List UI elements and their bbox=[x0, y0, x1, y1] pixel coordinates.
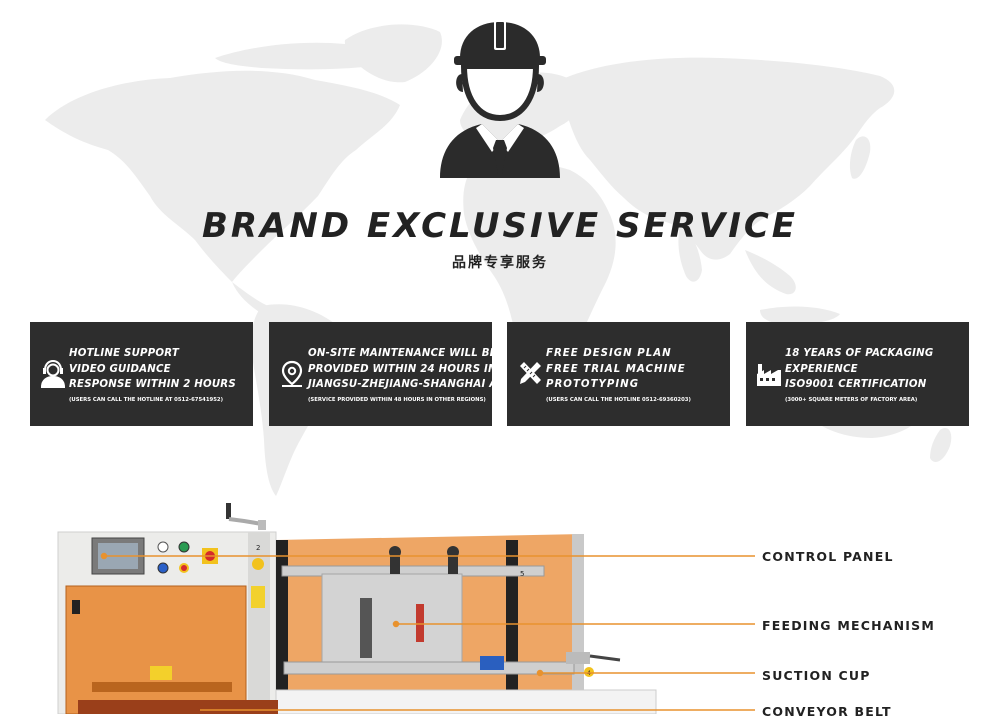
service-text: ON-SITE MAINTENANCE WILL BE PROVIDED WIT… bbox=[308, 346, 524, 406]
label-conveyor-belt: CONVEYOR BELT bbox=[762, 704, 892, 719]
label-feeding-mechanism: FEEDING MECHANISM bbox=[762, 618, 935, 633]
section-title: BRAND EXCLUSIVE SERVICE bbox=[201, 206, 799, 246]
service-text: FREE DESIGN PLAN FREE TRIAL MACHINE PROT… bbox=[546, 346, 726, 406]
callout-lines bbox=[100, 552, 755, 711]
service-line: PROTOTYPING bbox=[546, 379, 640, 390]
service-line: VIDEO GUIDANCE bbox=[69, 363, 171, 375]
location-pin-icon bbox=[281, 360, 303, 387]
service-card-onsite: ON-SITE MAINTENANCE WILL BE PROVIDED WIT… bbox=[269, 322, 524, 426]
packing-machine-illustration: 2 5 4 bbox=[57, 503, 755, 714]
panel-number: 5 bbox=[520, 570, 524, 578]
service-line: PROVIDED WITHIN 24 HOURS IN THE bbox=[308, 363, 524, 375]
label-control-panel: CONTROL PANEL bbox=[762, 549, 894, 564]
factory-icon bbox=[757, 364, 781, 386]
label-suction-cup: SUCTION CUP bbox=[762, 668, 871, 683]
service-card-hotline: HOTLINE SUPPORT VIDEO GUIDANCE RESPONSE … bbox=[30, 322, 253, 426]
engineer-person-icon bbox=[440, 20, 560, 178]
section-subtitle: 品牌专享服务 bbox=[452, 255, 548, 271]
ruler-pencil-icon bbox=[520, 362, 541, 384]
crank-handle bbox=[226, 503, 266, 530]
service-text: 18 YEARS OF PACKAGING EXPERIENCE ISO9001… bbox=[785, 346, 965, 406]
service-note: (SERVICE PROVIDED WITHIN 48 HOURS IN OTH… bbox=[308, 396, 486, 403]
service-line: ISO9001 CERTIFICATION bbox=[785, 379, 927, 390]
panel-number: 2 bbox=[256, 544, 260, 552]
service-line: FREE TRIAL MACHINE bbox=[546, 363, 686, 375]
service-line: ON-SITE MAINTENANCE WILL BE bbox=[308, 348, 497, 359]
service-line: FREE DESIGN PLAN bbox=[546, 348, 672, 359]
service-card-design: FREE DESIGN PLAN FREE TRIAL MACHINE PROT… bbox=[507, 322, 730, 426]
service-line: EXPERIENCE bbox=[785, 363, 858, 375]
service-card-experience: 18 YEARS OF PACKAGING EXPERIENCE ISO9001… bbox=[746, 322, 969, 426]
service-line: HOTLINE SUPPORT bbox=[69, 348, 179, 359]
service-line: 18 YEARS OF PACKAGING bbox=[785, 348, 934, 359]
service-text: HOTLINE SUPPORT VIDEO GUIDANCE RESPONSE … bbox=[69, 346, 249, 406]
service-line: JIANGSU-ZHEJIANG-SHANGHAI AREA bbox=[308, 379, 521, 390]
service-note: (3000+ SQUARE METERS OF FACTORY AREA) bbox=[785, 396, 918, 403]
service-line: RESPONSE WITHIN 2 HOURS bbox=[69, 379, 236, 390]
service-note: (USERS CAN CALL THE HOTLINE 0512-6936020… bbox=[546, 396, 691, 403]
service-note: (USERS CAN CALL THE HOTLINE AT 0512-6754… bbox=[69, 396, 224, 403]
headset-person-icon bbox=[40, 360, 66, 388]
